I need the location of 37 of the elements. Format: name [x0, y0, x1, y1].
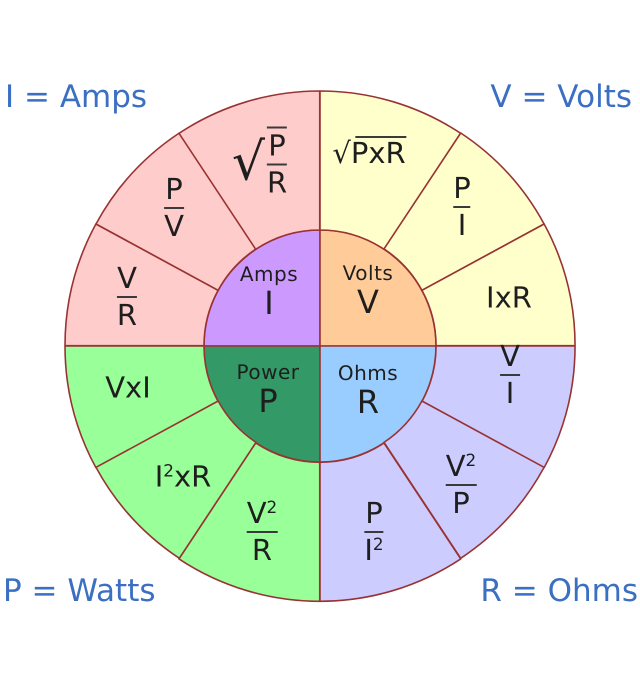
quantity-symbol: R — [356, 384, 380, 420]
numerator: P — [165, 174, 183, 204]
formula-text: VxI — [105, 374, 151, 402]
numerator: P — [453, 174, 471, 203]
quantity-quadrant — [203, 229, 321, 347]
formula-text: √PxR — [332, 136, 406, 168]
quantity-symbol: V — [357, 284, 379, 320]
quantity-quadrant — [319, 229, 437, 347]
formula-text: I$^{2}$xR — [154, 462, 212, 492]
quantity-quadrant — [319, 345, 437, 463]
unit-label: V = Volts — [490, 79, 632, 116]
numerator: V$^{2}$ — [446, 452, 476, 481]
quantity-name: Power — [236, 360, 300, 384]
quantity-name: Volts — [342, 262, 394, 285]
numerator: V$^{2}$ — [246, 498, 278, 528]
unit-label: P = Watts — [3, 573, 156, 610]
radical-sign: √ — [232, 136, 265, 188]
denominator: I$^{2}$ — [364, 536, 384, 565]
quantity-name: Amps — [240, 262, 298, 286]
numerator: V — [500, 342, 520, 371]
denominator: R — [266, 168, 288, 198]
quantity-name: Ohms — [338, 362, 398, 385]
numerator: P — [268, 132, 286, 160]
numerator: V — [117, 264, 137, 293]
numerator: P — [365, 498, 383, 528]
denominator: I — [458, 210, 466, 240]
unit-label: R = Ohms — [480, 573, 638, 610]
quantity-symbol: I — [264, 286, 274, 322]
denominator: P — [452, 488, 470, 518]
denominator: I — [506, 379, 514, 408]
unit-label: I = Amps — [5, 79, 148, 116]
denominator: R — [252, 536, 272, 565]
denominator: R — [116, 300, 138, 330]
quantity-quadrant — [203, 345, 321, 463]
quantity-symbol: P — [258, 384, 278, 420]
denominator: V — [164, 212, 184, 241]
formula-text: IxR — [486, 283, 532, 312]
